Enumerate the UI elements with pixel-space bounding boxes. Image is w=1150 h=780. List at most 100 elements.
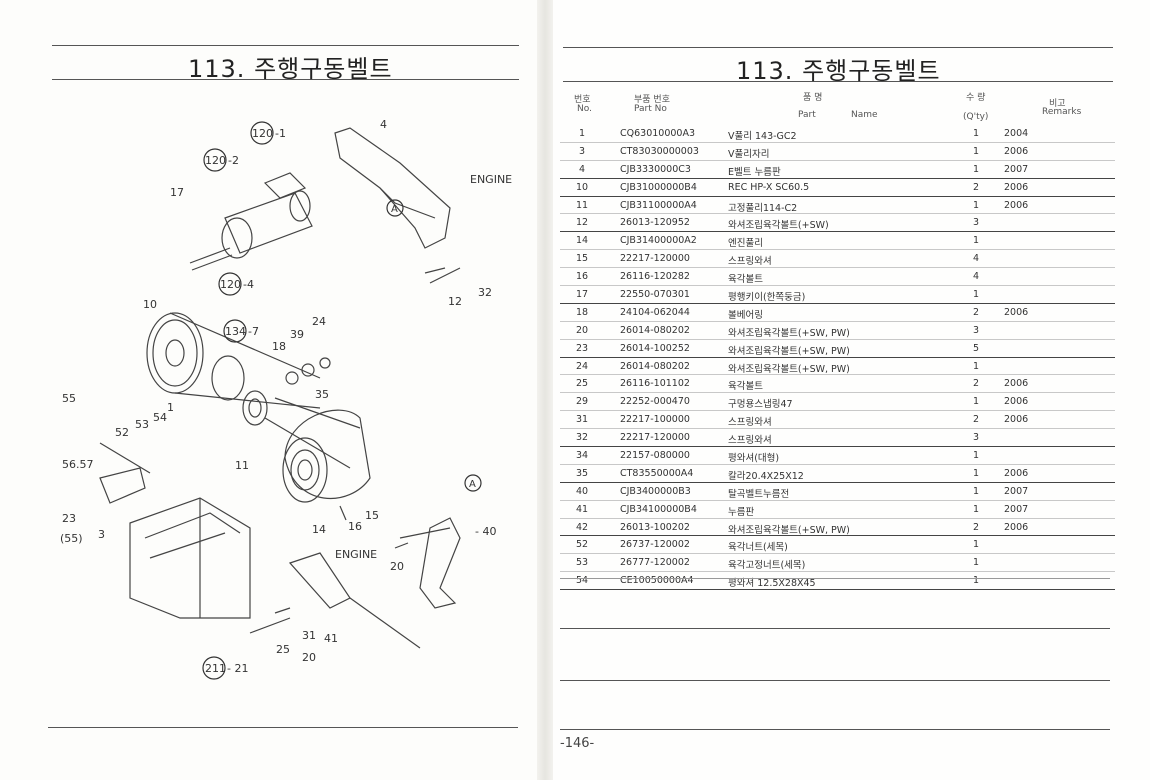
callout-211-21-suffix: - 21	[227, 662, 248, 675]
row-qty: 1	[972, 467, 980, 479]
row-no: 15	[575, 253, 589, 265]
label-25: 25	[276, 643, 290, 656]
row-part-name: 볼베어링	[728, 309, 763, 321]
page-number: -146-	[560, 736, 595, 751]
callout-120-4-suffix: -4	[243, 278, 254, 291]
bracket-41	[288, 552, 351, 609]
callout-134-7: 134	[225, 325, 246, 338]
row-qty: 1	[972, 503, 980, 515]
row-part-name: 누름판	[728, 506, 755, 518]
label-10: 10	[143, 298, 157, 311]
row-qty: 1	[972, 360, 980, 372]
row-no: 4	[578, 163, 586, 175]
shaft-end	[221, 217, 253, 259]
callout-circle-120-1	[250, 121, 274, 145]
callout-120-1-suffix: -1	[275, 127, 286, 140]
header-name-part: Part	[798, 110, 816, 120]
blank-rule-3	[560, 680, 1110, 681]
row-qty: 1	[972, 163, 980, 175]
row-remarks: 2006	[1004, 396, 1029, 408]
label-35: 35	[315, 388, 329, 401]
label-40: - 40	[475, 525, 496, 538]
row-qty: 1	[972, 557, 980, 569]
row-remarks: 2006	[1004, 521, 1029, 533]
row-qty: 2	[972, 521, 980, 533]
engine-label-1: ENGINE	[470, 173, 512, 186]
row-qty: 1	[972, 485, 980, 497]
row-qty: 1	[972, 396, 980, 408]
pulley-134	[211, 355, 245, 401]
row-remarks: 2006	[1004, 181, 1029, 193]
header-part-ko: 부품 번호	[634, 95, 670, 105]
row-part-no: 26737-120002	[620, 539, 690, 551]
callout-120-2: 120	[205, 154, 226, 167]
row-no: 10	[575, 181, 589, 193]
shaft-housing	[224, 192, 313, 254]
row-no: 53	[575, 557, 589, 569]
row-part-name: 와셔조립육각볼트(+SW, PW)	[728, 327, 850, 339]
header-no-en: No.	[577, 104, 592, 114]
tension-pulley-11	[242, 390, 268, 426]
row-part-name: 평와셔(대형)	[728, 453, 780, 465]
row-part-name: 평행키이(한쪽둥금)	[728, 292, 806, 304]
row-no: 32	[575, 432, 589, 444]
callout-120-2-suffix: -2	[228, 154, 239, 167]
row-qty: 1	[972, 128, 980, 139]
row-no: 3	[578, 145, 586, 157]
row-part-name: 와셔조립육각볼트(+SW)	[728, 220, 829, 232]
row-qty: 1	[972, 235, 980, 247]
engine-label-2: ENGINE	[335, 548, 377, 561]
row-remarks: 2007	[1004, 163, 1029, 175]
row-part-name: 탈곡벨트누름전	[728, 488, 790, 500]
row-remarks: 2007	[1004, 503, 1029, 515]
row-part-no: 26777-120002	[620, 557, 690, 569]
book-gutter	[537, 0, 553, 780]
row-qty: 4	[972, 253, 980, 265]
bracket-40	[419, 517, 461, 609]
label-41: 41	[324, 632, 338, 645]
row-part-no: 22217-100000	[620, 414, 690, 426]
row-qty: 1	[972, 450, 980, 462]
row-part-no: CJB31000000B4	[620, 181, 697, 193]
label-18: 18	[272, 340, 286, 353]
lower-frame	[129, 497, 251, 619]
row-part-no: CJB31400000A2	[620, 235, 697, 247]
callout-circle-a1	[386, 199, 404, 217]
row-remarks: 2006	[1004, 414, 1029, 426]
header-remarks-en: Remarks	[1042, 107, 1082, 117]
callout-circle-a2	[464, 474, 482, 492]
row-no: 16	[575, 271, 589, 283]
callout-circle-134-7	[223, 319, 247, 343]
callout-circle-120-2	[203, 148, 227, 172]
right-page	[545, 0, 1150, 780]
row-no: 24	[575, 360, 589, 372]
row-part-no: CT83550000A4	[620, 467, 694, 479]
row-part-name: 고정풀리114-C2	[728, 202, 798, 214]
row-part-name: E벨트 누름판	[728, 166, 781, 178]
row-no: 42	[575, 521, 589, 533]
callout-a2: A	[469, 479, 476, 490]
right-title-rule	[563, 81, 1113, 82]
callout-120-1: 120	[252, 127, 273, 140]
row-part-no: CJB3400000B3	[620, 485, 691, 497]
callout-circle-211-21	[202, 656, 226, 680]
parts-diagram: 120 -1 120 -2 120 -4 134 -7 211 - 21 A A…	[60, 118, 512, 680]
row-no: 25	[575, 378, 589, 390]
label-12: 12	[448, 295, 462, 308]
row-no: 1	[578, 128, 586, 139]
row-no: 54	[575, 575, 589, 587]
label-23: 23	[62, 512, 76, 525]
row-part-name: 스프링와셔	[728, 435, 772, 447]
